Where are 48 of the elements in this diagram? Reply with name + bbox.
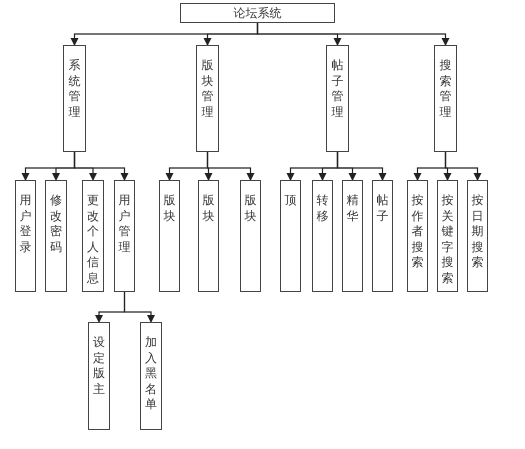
module-box	[82, 180, 104, 292]
connector-arrow	[444, 152, 482, 181]
module-box	[88, 322, 110, 430]
module-label: 版块	[202, 193, 214, 224]
module-box	[198, 180, 219, 292]
module-box	[326, 45, 349, 152]
module-label: 设定版主	[93, 335, 105, 398]
module-box	[114, 180, 135, 292]
module-label: 修改密码	[50, 193, 62, 256]
module-label: 用户管理	[118, 193, 130, 256]
module-label: 帖子管理	[332, 58, 344, 120]
module-box	[180, 3, 335, 23]
connector-arrow	[74, 152, 128, 181]
module-label: 按作者搜索	[412, 193, 424, 271]
module-box	[45, 180, 67, 292]
module-box	[407, 180, 428, 292]
module-box	[312, 180, 333, 292]
module-box	[240, 180, 261, 292]
module-box	[342, 180, 363, 292]
connector-arrow	[256, 23, 450, 46]
module-label: 版块管理	[202, 58, 214, 120]
module-label: 顶	[284, 193, 296, 209]
module-box	[467, 180, 488, 292]
connector-arrow	[124, 292, 155, 323]
connector-arrow	[336, 152, 386, 181]
module-box	[140, 322, 162, 430]
module-box	[196, 45, 219, 152]
module-box	[434, 45, 457, 152]
module-label: 加入黑名单	[145, 335, 157, 413]
module-label: 帖子	[376, 193, 388, 224]
module-box	[159, 180, 180, 292]
module-label: 系统管理	[68, 58, 80, 120]
module-box	[15, 180, 36, 292]
module-label: 更改个人信息	[87, 193, 99, 287]
module-label: 按日期搜索	[472, 193, 484, 271]
module-box	[63, 45, 86, 152]
module-box	[437, 180, 458, 292]
module-label: 论坛系统	[234, 7, 282, 19]
module-label: 版块	[244, 193, 256, 224]
module-label: 搜索管理	[440, 58, 452, 120]
module-label: 转移	[316, 193, 328, 224]
module-box	[372, 180, 393, 292]
module-box	[280, 180, 301, 292]
module-label: 精华	[346, 193, 358, 224]
module-label: 按关键字搜索	[442, 193, 454, 287]
module-label: 用户登录	[20, 193, 32, 256]
connector-arrow	[206, 152, 254, 181]
module-label: 版块	[164, 193, 176, 224]
